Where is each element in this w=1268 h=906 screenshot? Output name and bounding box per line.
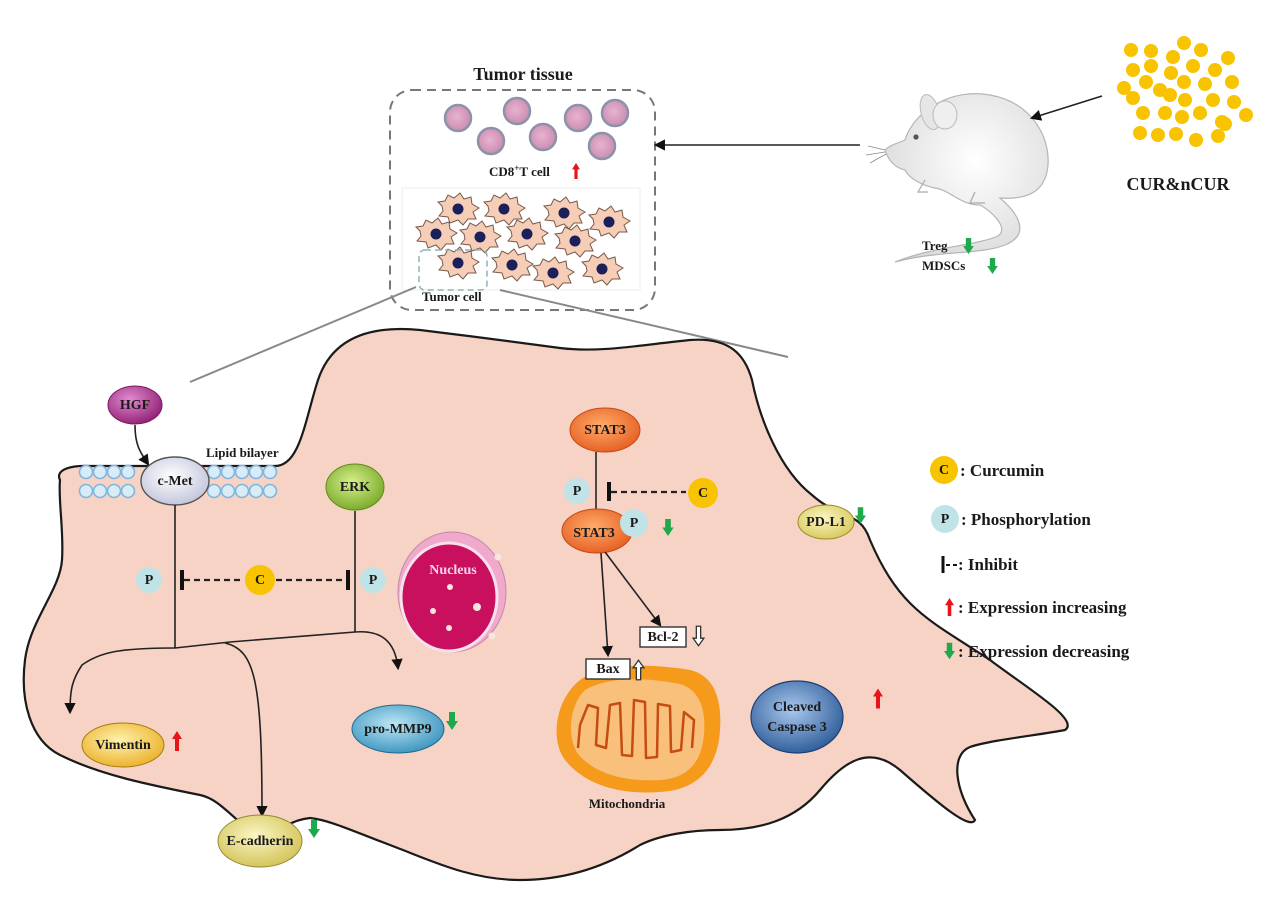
curcumin-c-label: C <box>255 573 265 588</box>
vimentin-node <box>81 722 165 768</box>
t-cell <box>528 122 558 152</box>
e-cadherin-node <box>217 814 303 868</box>
cleaved-caspase3-node <box>750 680 844 754</box>
legend-curcumin-icon <box>930 456 958 484</box>
erk-label: ERK <box>340 480 370 495</box>
e-cadherin-label: E-cadherin <box>227 834 294 849</box>
selected-tumor-cell-box <box>418 249 488 291</box>
legend-item-increase: : Expression increasing <box>945 598 1127 617</box>
t-cell <box>443 103 473 133</box>
caspase3-label: Caspase 3 <box>767 720 827 735</box>
stat3-node <box>569 407 641 453</box>
legend-inhibit-label: : Inhibit <box>958 555 1018 574</box>
legend-item-inhibit: : Inhibit <box>941 555 1018 574</box>
cmet-p-label: P <box>145 573 154 588</box>
cmet-phosphorylation-icon <box>136 567 162 593</box>
tumor-tissue-panel: Tumor tissue CD8+T cell <box>389 64 656 311</box>
legend-increase-label: : Expression increasing <box>958 598 1127 617</box>
nucleus-label: Nucleus <box>429 563 477 578</box>
mitochondria-label: Mitochondria <box>589 796 666 811</box>
erk-node <box>325 463 385 511</box>
vimentin-label: Vimentin <box>95 738 151 753</box>
curcumin-stat3-c-label: C <box>698 486 708 501</box>
drug-to-mouse-arrow <box>1029 95 1103 121</box>
tumor-cell-body <box>22 327 1069 882</box>
cd8-t-cells <box>443 96 630 161</box>
cmet-to-ecadherin-arrow <box>224 642 268 818</box>
legend-curcumin-symbol: C <box>939 463 949 478</box>
t-cell <box>587 131 617 161</box>
t-cell <box>476 126 506 156</box>
t-cell <box>502 96 532 126</box>
mdsc-label: MDSCs <box>922 258 965 273</box>
erk-to-mmp9-arrow <box>174 630 403 671</box>
hgf-label: HGF <box>120 398 150 413</box>
erk-p-label: P <box>369 573 378 588</box>
stat3-label: STAT3 <box>584 423 626 438</box>
tumor-tissue-title: Tumor tissue <box>473 64 573 84</box>
bax-box <box>585 658 631 680</box>
legend-item-decrease: : Expression decreasing <box>944 642 1130 661</box>
bax-label: Bax <box>596 662 619 677</box>
stat3-to-bax-arrow <box>600 552 613 658</box>
pro-mmp9-label: pro-MMP9 <box>364 722 431 737</box>
cmet-to-vimentin-arrow <box>64 647 176 715</box>
p-stat3-label: STAT3 <box>573 526 615 541</box>
lipid-bilayer <box>78 464 278 499</box>
legend-curcumin-label: : Curcumin <box>960 461 1045 480</box>
mdsc-decrease-arrow-icon <box>987 258 998 274</box>
stat3-p-label: P <box>573 484 582 499</box>
pdl1-node <box>797 504 855 540</box>
zoom-line-right <box>499 289 789 358</box>
tumor-tissue-dashed-border <box>389 89 656 311</box>
cmet-label: c-Met <box>158 474 193 489</box>
legend-item-phosphorylation: P : Phosphorylation <box>931 505 1091 533</box>
hgf-node <box>107 385 163 425</box>
mouse-illustration <box>865 93 1049 263</box>
t-cell <box>563 103 593 133</box>
pdl1-label: PD-L1 <box>806 515 846 530</box>
zoom-line-left <box>189 286 417 383</box>
bcl2-box <box>639 626 687 648</box>
cleaved-label: Cleaved <box>773 700 821 715</box>
t-cell <box>600 98 630 128</box>
treg-label: Treg <box>922 238 948 253</box>
stat3-phosphorylation-icon <box>564 478 590 504</box>
e-cadherin-decrease-arrow-icon <box>308 820 320 838</box>
stat3-to-bcl2-arrow <box>604 551 662 627</box>
drug-label: CUR&nCUR <box>1127 174 1231 194</box>
legend-item-curcumin: C : Curcumin <box>930 456 1045 484</box>
stat3-bound-phosphate-icon <box>620 509 648 537</box>
tumor-cell-label: Tumor cell <box>422 289 482 304</box>
nucleus <box>397 531 507 653</box>
pro-mmp9-node <box>351 704 445 754</box>
curcumin-nanoparticles <box>1117 36 1253 147</box>
bcl2-label: Bcl-2 <box>647 630 678 645</box>
stat3-bound-p-label: P <box>630 516 639 531</box>
mitochondria <box>556 665 721 793</box>
curcumin-icon <box>245 565 275 595</box>
erk-phosphorylation-icon <box>360 567 386 593</box>
hgf-to-cmet-arrow <box>134 424 150 466</box>
legend-decrease-label: : Expression decreasing <box>958 642 1130 661</box>
curcumin-icon-stat3 <box>688 478 718 508</box>
legend: C : Curcumin P : Phosphorylation : Inhib… <box>930 456 1130 661</box>
legend-phosphorylation-symbol: P <box>941 512 950 527</box>
legend-phosphorylation-label: : Phosphorylation <box>961 510 1091 529</box>
legend-increase-arrow-icon <box>945 598 954 616</box>
cd8-t-cell-label: CD8+T cell <box>489 163 550 179</box>
lipid-bilayer-label: Lipid bilayer <box>206 445 279 460</box>
legend-phosphorylation-icon <box>931 505 959 533</box>
cd8-increase-arrow-icon <box>572 163 580 179</box>
